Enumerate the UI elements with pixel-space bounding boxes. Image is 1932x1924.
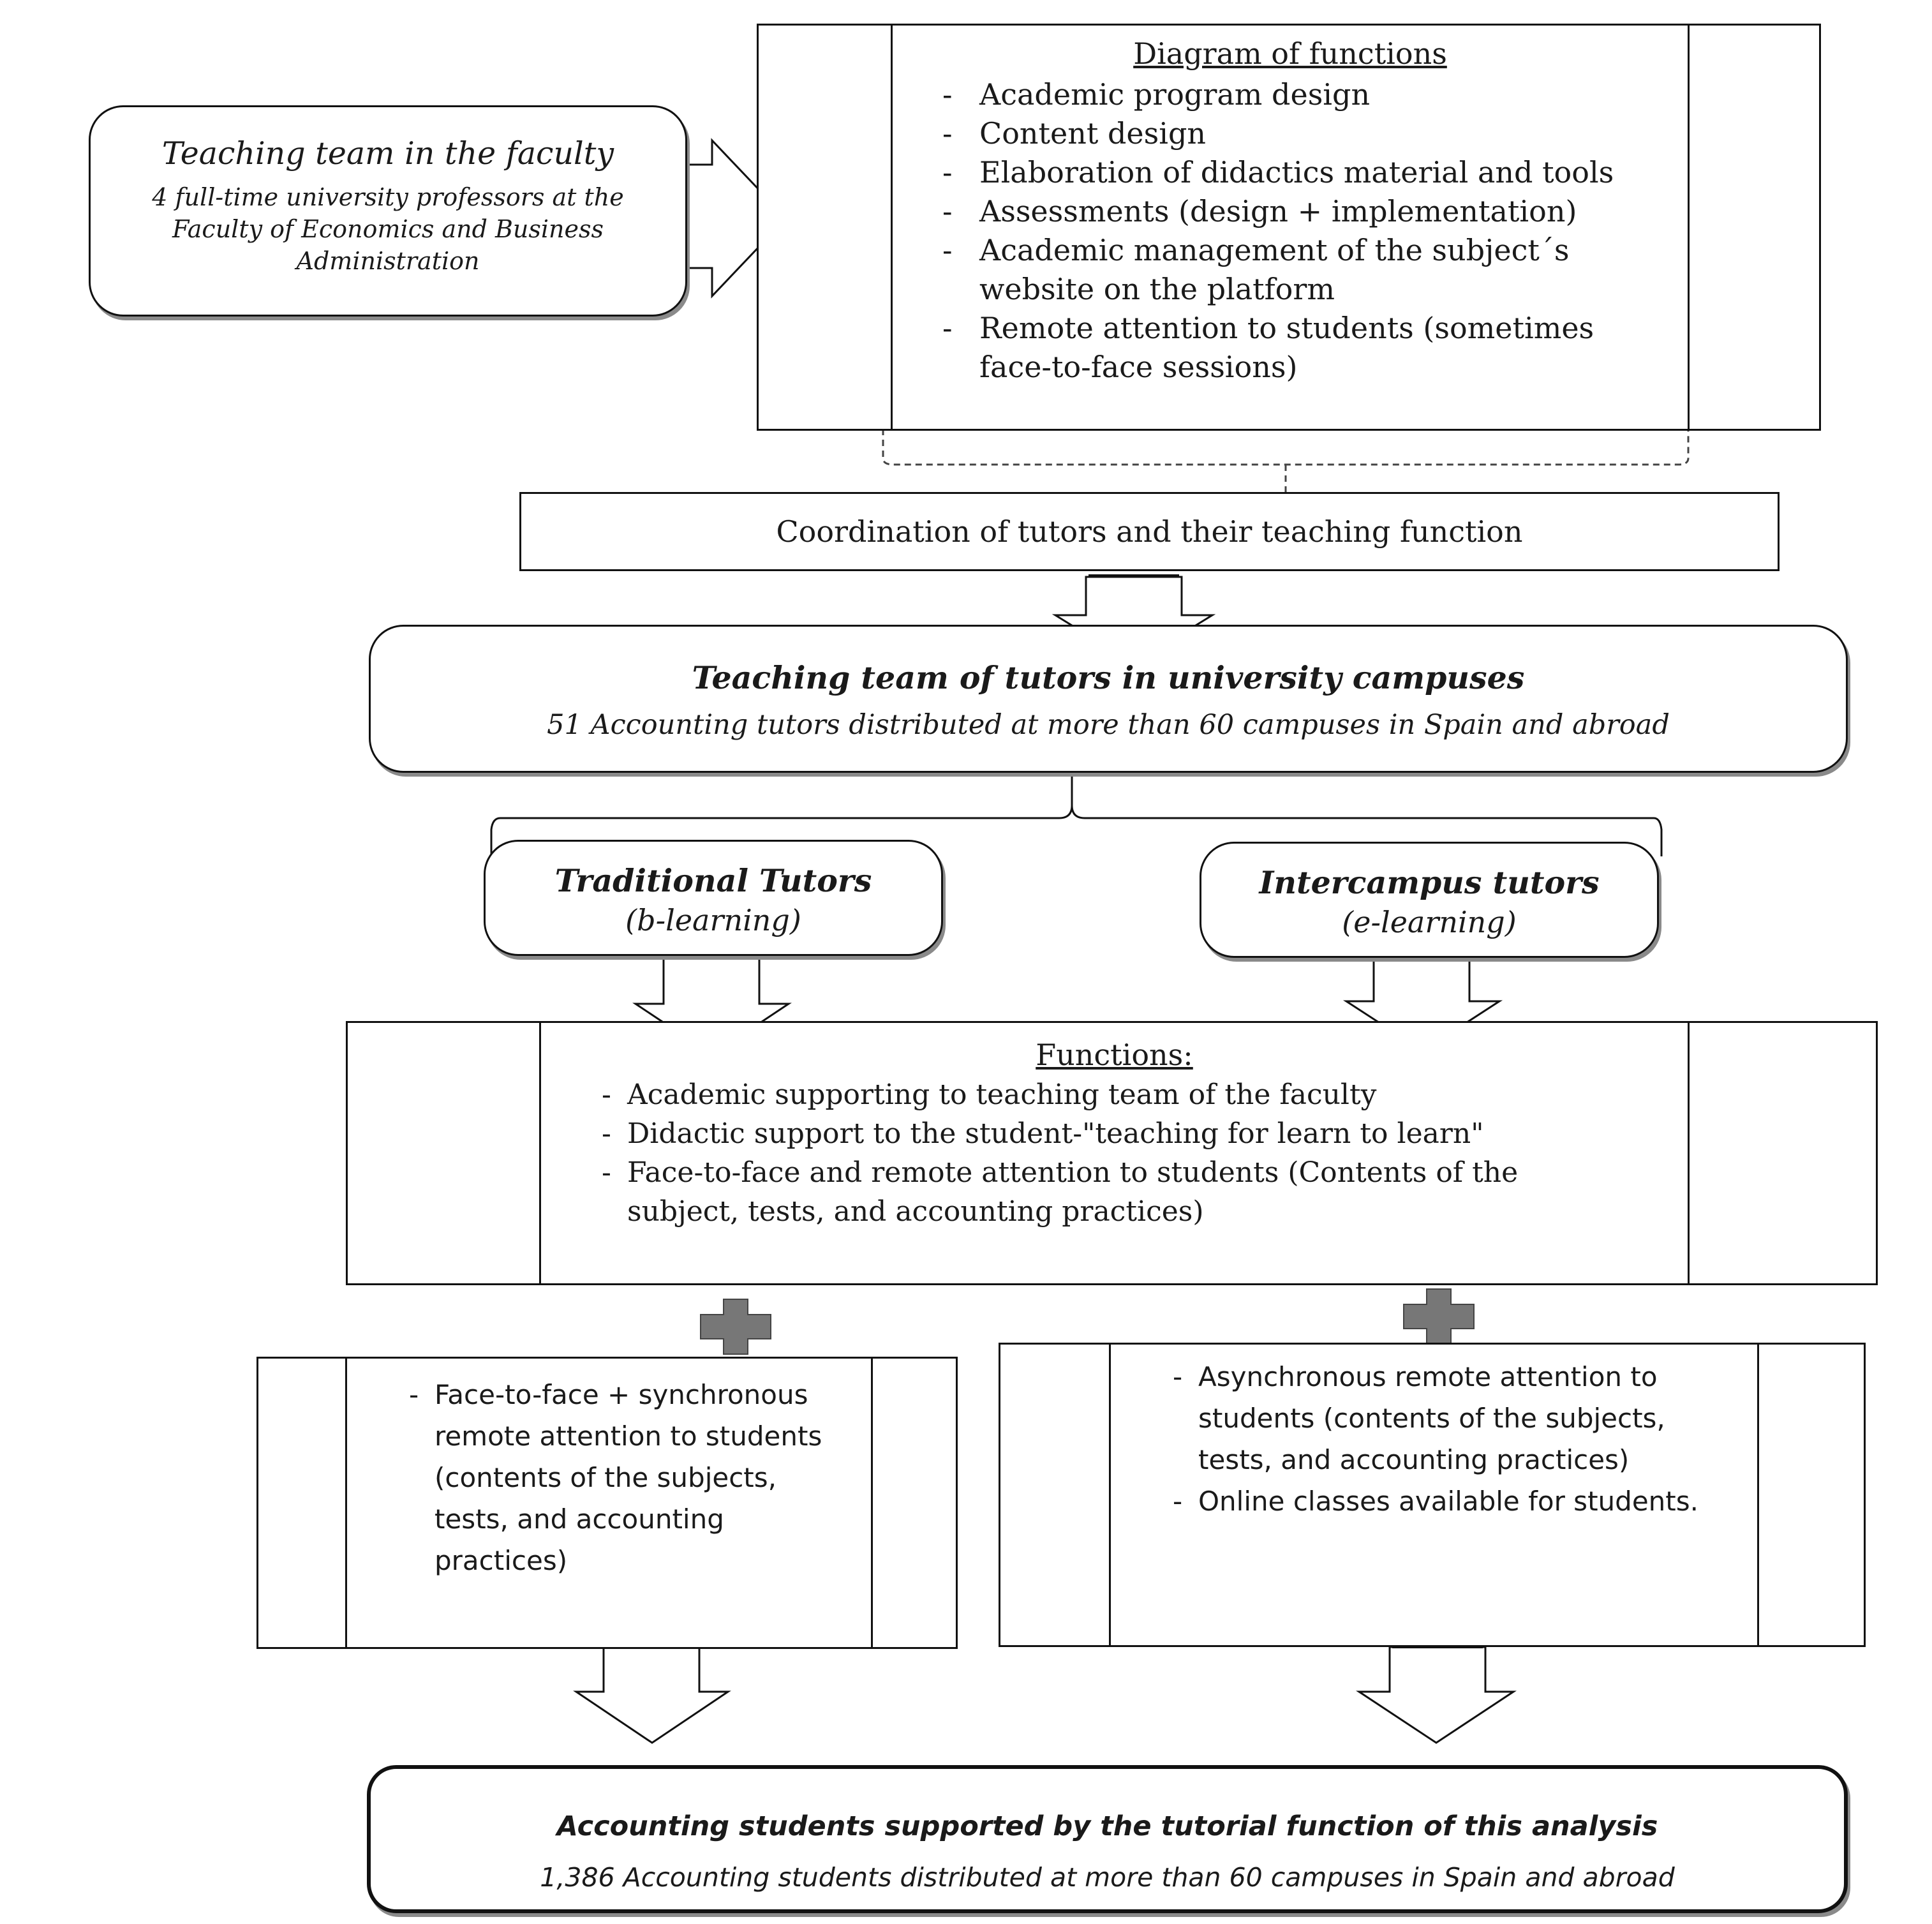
- intercampus-box-left-rule: [1109, 1345, 1111, 1645]
- shared-function-item: Academic supporting to teaching team of …: [602, 1075, 1520, 1114]
- faculty-function-item: Academic program design: [942, 75, 1631, 114]
- shared-functions-heading: Functions:: [1036, 1038, 1193, 1072]
- faculty-functions-heading: Diagram of functions: [1133, 36, 1447, 71]
- faculty-function-item: Elaboration of didactics material and to…: [942, 153, 1631, 192]
- faculty-team-title: Teaching team in the faculty: [161, 135, 614, 172]
- intercampus-tutors-title: Intercampus tutors: [1259, 864, 1600, 901]
- shared-box-left-rule: [539, 1023, 541, 1283]
- faculty-function-item: Academic management of the subject´s web…: [942, 231, 1631, 309]
- intercampus-extra-item: Asynchronous remote attention to student…: [1173, 1356, 1728, 1480]
- traditional-extra-item: Face-to-face + synchronous remote attent…: [409, 1374, 830, 1581]
- students-title: Accounting students supported by the tut…: [556, 1810, 1658, 1842]
- shared-function-item: Didactic support to the student-"teachin…: [602, 1114, 1520, 1153]
- tutor-team-box: Teaching team of tutors in university ca…: [369, 625, 1848, 773]
- split-brace: [490, 772, 1663, 858]
- traditional-extra-list: Face-to-face + synchronous remote attent…: [409, 1374, 830, 1581]
- plus-icon-intercampus: [1403, 1288, 1475, 1345]
- dashed-brace: [882, 429, 1690, 495]
- faculty-team-box: Teaching team in the faculty 4 full-time…: [89, 105, 687, 317]
- intercampus-extra-list: Asynchronous remote attention to student…: [1173, 1356, 1728, 1522]
- shared-function-item: Face-to-face and remote attention to stu…: [602, 1153, 1520, 1231]
- intercampus-extra-box: Asynchronous remote attention to student…: [999, 1343, 1866, 1647]
- traditional-tutors-title: Traditional Tutors: [554, 862, 872, 899]
- plus-icon-traditional: [700, 1299, 771, 1355]
- traditional-box-right-rule: [871, 1359, 873, 1647]
- traditional-box-left-rule: [345, 1359, 347, 1647]
- faculty-functions-list: Academic program design Content design E…: [942, 75, 1631, 387]
- intercampus-tutors-subtitle: (e-learning): [1342, 905, 1517, 939]
- traditional-tutors-box: Traditional Tutors (b-learning): [484, 840, 943, 956]
- coordination-box: Coordination of tutors and their teachin…: [519, 492, 1780, 571]
- faculty-functions-box: Diagram of functions Academic program de…: [757, 24, 1821, 431]
- shared-functions-list: Academic supporting to teaching team of …: [602, 1075, 1520, 1231]
- tutor-team-title: Teaching team of tutors in university ca…: [692, 659, 1525, 696]
- intercampus-box-right-rule: [1757, 1345, 1759, 1645]
- intercampus-tutors-box: Intercampus tutors (e-learning): [1200, 842, 1659, 958]
- traditional-tutors-subtitle: (b-learning): [625, 903, 801, 937]
- intercampus-extra-item: Online classes available for students.: [1173, 1480, 1728, 1522]
- shared-functions-box: Functions: Academic supporting to teachi…: [346, 1021, 1878, 1285]
- students-box: Accounting students supported by the tut…: [367, 1765, 1848, 1913]
- faculty-function-item: Assessments (design + implementation): [942, 192, 1631, 231]
- faculty-function-item: Remote attention to students (sometimes …: [942, 309, 1631, 387]
- arrow-intercampus-to-students: [1356, 1646, 1517, 1744]
- faculty-function-item: Content design: [942, 114, 1631, 153]
- arrow-traditional-to-students: [573, 1646, 731, 1744]
- functions-box-right-rule: [1688, 26, 1690, 429]
- functions-box-left-rule: [891, 26, 893, 429]
- tutor-team-subtitle: 51 Accounting tutors distributed at more…: [547, 709, 1670, 741]
- faculty-team-subtitle: 4 full-time university professors at the…: [152, 183, 624, 275]
- shared-box-right-rule: [1688, 1023, 1690, 1283]
- traditional-extra-box: Face-to-face + synchronous remote attent…: [256, 1357, 958, 1649]
- students-subtitle: 1,386 Accounting students distributed at…: [540, 1862, 1675, 1893]
- coordination-label: Coordination of tutors and their teachin…: [776, 514, 1523, 549]
